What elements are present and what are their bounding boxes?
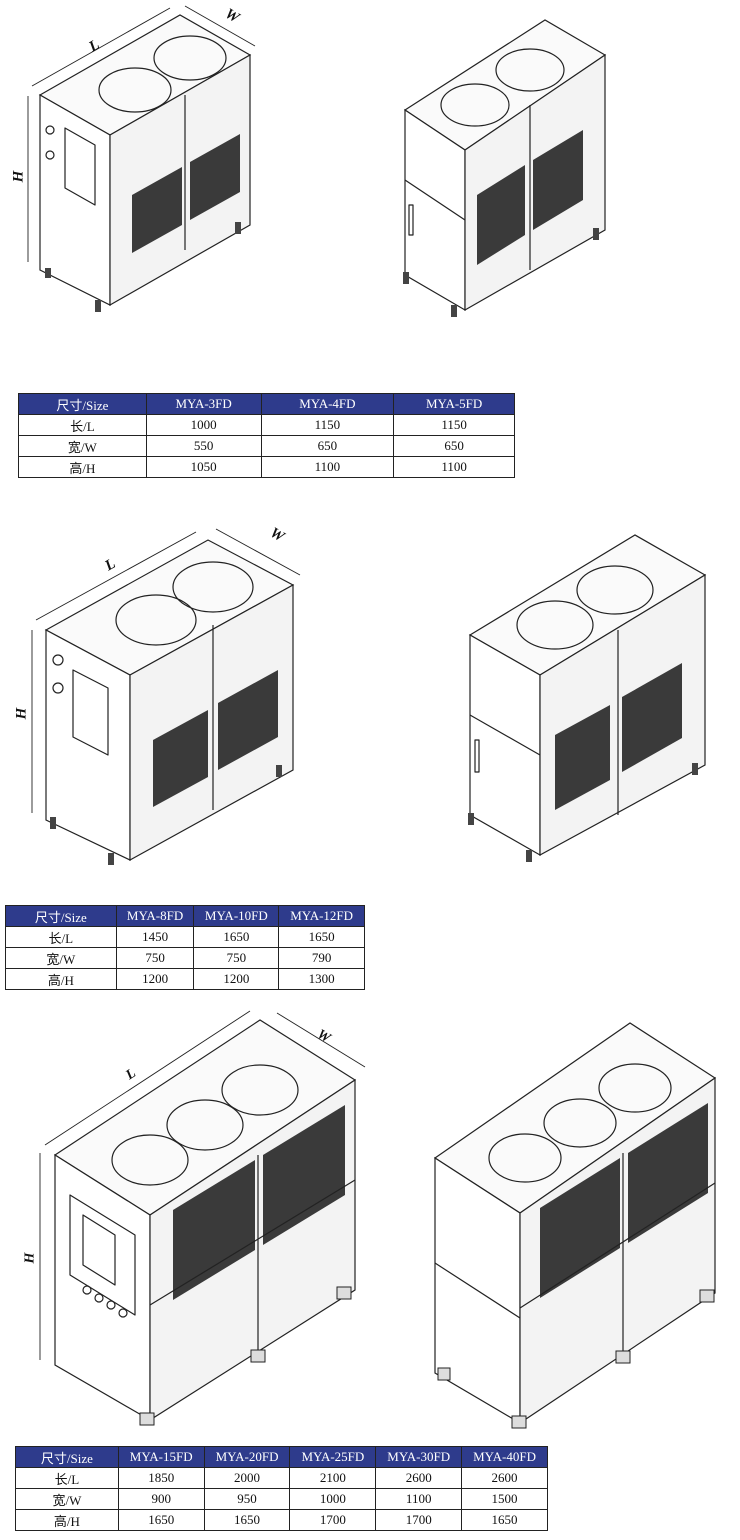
table-header-model: MYA-40FD [461,1446,548,1468]
table-header-row: 尺寸/Size MYA-3FD MYA-4FD MYA-5FD [18,393,515,415]
table-header-model: MYA-20FD [203,1446,291,1468]
table-cell: 1650 [193,926,280,948]
table-header-row: 尺寸/Size MYA-15FD MYA-20FD MYA-25FD MYA-3… [15,1446,548,1468]
table-row: 高/H 1050 1100 1100 [18,456,515,478]
table-cell: 2600 [461,1467,548,1489]
table-cell: 2000 [203,1467,291,1489]
table-header-model: MYA-5FD [393,393,515,415]
row-label: 长/L [15,1467,119,1489]
table-header-model: MYA-12FD [278,905,365,927]
chiller-drawing-2-front-dimensioned: L W H [8,515,308,875]
table-cell: 1150 [260,414,395,436]
spec-table-1: 尺寸/Size MYA-3FD MYA-4FD MYA-5FD 长/L 1000… [18,393,515,478]
table-header-model: MYA-8FD [115,905,195,927]
chiller-drawing-1-front-dimensioned: L W H [10,0,270,320]
spec-table-3: 尺寸/Size MYA-15FD MYA-20FD MYA-25FD MYA-3… [15,1446,548,1531]
table-cell: 1650 [117,1509,205,1531]
table-cell: 1500 [461,1488,548,1510]
table-header-size: 尺寸/Size [15,1446,119,1468]
table-cell: 1650 [461,1509,548,1531]
table-header-size: 尺寸/Size [18,393,147,415]
chiller-drawing-1-rear [395,10,625,320]
table-row: 高/H 1200 1200 1300 [5,968,365,990]
table-cell: 1700 [289,1509,377,1531]
row-label: 长/L [18,414,147,436]
table-header-model: MYA-10FD [193,905,280,927]
table-header-model: MYA-3FD [145,393,262,415]
table-cell: 650 [260,435,395,457]
row-label: 高/H [18,456,147,478]
table-row: 宽/W 900 950 1000 1100 1500 [15,1488,548,1510]
table-cell: 650 [393,435,515,457]
dimension-label-height: H [10,170,27,183]
table-row: 长/L 1450 1650 1650 [5,926,365,948]
table-row: 高/H 1650 1650 1700 1700 1650 [15,1509,548,1531]
table-cell: 750 [193,947,280,969]
table-cell: 750 [115,947,195,969]
table-cell: 2600 [375,1467,463,1489]
chiller-drawing-3-rear [430,1018,720,1438]
spec-table-2: 尺寸/Size MYA-8FD MYA-10FD MYA-12FD 长/L 14… [5,905,365,990]
table-cell: 900 [117,1488,205,1510]
table-cell: 1650 [278,926,365,948]
table-cell: 790 [278,947,365,969]
table-cell: 1100 [393,456,515,478]
table-row: 宽/W 550 650 650 [18,435,515,457]
table-cell: 1150 [393,414,515,436]
table-header-model: MYA-25FD [289,1446,377,1468]
table-cell: 1650 [203,1509,291,1531]
row-label: 长/L [5,926,117,948]
table-cell: 1850 [117,1467,205,1489]
dimension-label-height: H [13,707,30,720]
row-label: 宽/W [5,947,117,969]
table-row: 长/L 1000 1150 1150 [18,414,515,436]
table-row: 长/L 1850 2000 2100 2600 2600 [15,1467,548,1489]
table-cell: 1100 [375,1488,463,1510]
chiller-drawing-2-rear [460,525,720,870]
table-header-model: MYA-15FD [117,1446,205,1468]
dimension-label-height: H [22,1252,38,1264]
row-label: 高/H [15,1509,119,1531]
table-cell: 2100 [289,1467,377,1489]
table-cell: 1000 [289,1488,377,1510]
row-label: 宽/W [15,1488,119,1510]
table-cell: 1200 [193,968,280,990]
row-label: 高/H [5,968,117,990]
table-cell: 1200 [115,968,195,990]
table-cell: 1700 [375,1509,463,1531]
chiller-drawing-3-front-dimensioned: L W H [15,1005,370,1435]
table-header-model: MYA-30FD [375,1446,463,1468]
table-cell: 1100 [260,456,395,478]
table-cell: 1050 [145,456,262,478]
table-header-model: MYA-4FD [260,393,395,415]
table-cell: 550 [145,435,262,457]
table-header-size: 尺寸/Size [5,905,117,927]
row-label: 宽/W [18,435,147,457]
table-cell: 1300 [278,968,365,990]
table-cell: 1450 [115,926,195,948]
table-cell: 950 [203,1488,291,1510]
table-row: 宽/W 750 750 790 [5,947,365,969]
table-header-row: 尺寸/Size MYA-8FD MYA-10FD MYA-12FD [5,905,365,927]
table-cell: 1000 [145,414,262,436]
